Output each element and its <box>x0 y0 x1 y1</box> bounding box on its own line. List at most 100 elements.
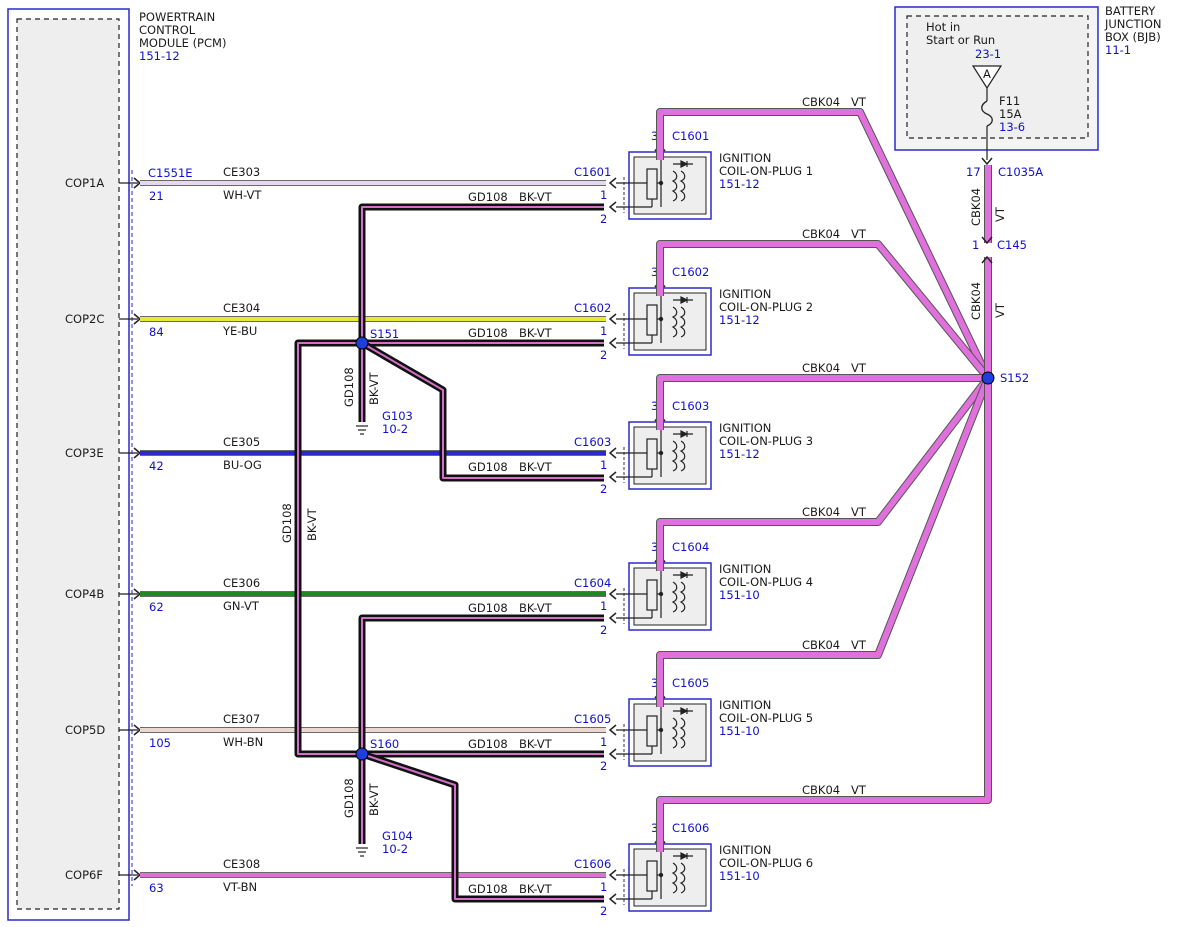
ground-circuit: GD108 <box>468 460 508 474</box>
ground-arrow-icon <box>608 748 617 760</box>
coil-label-2: COIL-ON-PLUG 2 <box>719 300 813 314</box>
feed-circuit: CBK04 <box>802 95 840 109</box>
signal-arrow-icon <box>608 177 617 189</box>
pcm-pin-number: 105 <box>149 736 171 750</box>
coil-label-1: IGNITION <box>719 421 771 435</box>
signal-pin: 1 <box>600 458 607 472</box>
coil-connector-feed: C1606 <box>672 821 709 835</box>
ground-g103-circuit: GD108 <box>342 367 356 407</box>
pcm-pin-name: COP3E <box>65 446 104 460</box>
fuse-name: F11 <box>999 94 1020 108</box>
coil-connector-feed: C1605 <box>672 676 709 690</box>
feed-color: VT <box>851 505 867 519</box>
signal-circuit: CE308 <box>223 857 260 871</box>
ground-color: BK-VT <box>519 737 553 751</box>
coil-box <box>628 287 712 356</box>
feed-wire-coil6 <box>657 378 991 852</box>
signal-arrow-icon <box>608 724 617 736</box>
ground-g104-icon <box>356 847 368 857</box>
signal-pin: 1 <box>600 188 607 202</box>
pcm-pin-number: 63 <box>149 881 164 895</box>
ground-wire-coil6-stripe <box>361 753 604 900</box>
fuse-icon <box>981 100 993 127</box>
feed-circuit: CBK04 <box>802 227 840 241</box>
signal-circuit: CE305 <box>223 435 260 449</box>
ignition-coil-icon <box>616 296 693 344</box>
ground-g104-color: BK-VT <box>367 782 381 816</box>
coil-connector-signal: C1604 <box>574 576 611 590</box>
signal-arrow-icon <box>608 588 617 600</box>
ground-g103-icon <box>356 425 368 435</box>
ground-trunk-left-stripe <box>297 342 604 755</box>
ignition-coil-icon <box>616 160 693 208</box>
hot-in-label-2: Start or Run <box>926 33 995 47</box>
feed-pin: 3 <box>651 265 658 279</box>
coil-inner <box>633 848 707 907</box>
bjb-out-connector: C1035A <box>998 165 1043 179</box>
ground-pin: 2 <box>600 904 607 918</box>
signal-color: WH-VT <box>223 188 262 202</box>
splice-s152-label: S152 <box>1000 371 1029 385</box>
signal-color: GN-VT <box>223 599 260 613</box>
splice-s160-label: S160 <box>370 737 399 751</box>
coil-connector-feed: C1604 <box>672 540 709 554</box>
signal-arrow-icon <box>608 869 617 881</box>
fuse-amps: 15A <box>999 107 1022 121</box>
coil-connector-signal: C1603 <box>574 435 611 449</box>
coil-ref: 151-12 <box>719 447 760 461</box>
coil-connector-feed: C1601 <box>672 129 709 143</box>
coil-ref: 151-10 <box>719 724 760 738</box>
ground-pin: 2 <box>600 623 607 637</box>
ground-g104: G104 10-2 GD108 BK-VT <box>342 778 413 857</box>
ground-g103-name: G103 <box>382 409 413 423</box>
pcm-ref: 151-12 <box>139 49 180 63</box>
power-bus-label: A <box>983 67 991 81</box>
feed-color: VT <box>851 227 867 241</box>
signal-circuit: CE303 <box>223 165 260 179</box>
feed-wire-coil4 <box>657 376 991 571</box>
ground-g103-color: BK-VT <box>367 371 381 405</box>
power-bus-triangle-icon <box>971 65 1003 90</box>
feed-wire-coil1 <box>657 109 991 380</box>
coil-box <box>628 421 712 490</box>
bjb-title-1: BATTERY <box>1105 4 1156 18</box>
signal-color: YE-BU <box>222 324 257 338</box>
c145-arrow-top-icon <box>981 236 993 245</box>
trunk-circuit-label: GD108 <box>280 503 294 543</box>
pcm-pin-name: COP2C <box>65 312 104 326</box>
pcm-pin-name: COP6F <box>65 868 103 882</box>
bjb-module: BATTERY JUNCTION BOX (BJB) 11-1 Hot in S… <box>894 4 1162 320</box>
ground-pin: 2 <box>600 212 607 226</box>
coil-box <box>628 843 712 912</box>
hot-in-label-1: Hot in <box>926 20 960 34</box>
splice-s151-label: S151 <box>370 327 399 341</box>
fuse-ref: 13-6 <box>999 120 1025 134</box>
ground-color: BK-VT <box>519 326 553 340</box>
splice-s160 <box>355 747 369 761</box>
pcm-pin-name: COP1A <box>65 176 104 190</box>
ground-color: BK-VT <box>519 882 553 896</box>
coil-label-2: COIL-ON-PLUG 4 <box>719 575 813 589</box>
coil-label-1: IGNITION <box>719 843 771 857</box>
coil-connector-feed: C1603 <box>672 399 709 413</box>
ignition-coil-icon <box>616 852 693 900</box>
feed-circuit: CBK04 <box>802 361 840 375</box>
c145-name: C145 <box>997 238 1027 252</box>
bjb-title-2: JUNCTION <box>1104 17 1162 31</box>
ground-g104-name: G104 <box>382 829 413 843</box>
ground-wire-coil4 <box>358 614 604 754</box>
ground-g103: G103 10-2 GD108 BK-VT <box>342 367 413 436</box>
feed-wire-coil3 <box>657 375 988 430</box>
trunk-color-label: BK-VT <box>305 507 319 541</box>
coil-box <box>628 562 712 631</box>
pcm-connector-label: C1551E <box>148 166 193 180</box>
coil-label-2: COIL-ON-PLUG 6 <box>719 856 813 870</box>
signal-circuit: CE306 <box>223 576 260 590</box>
ground-wire-coil1 <box>358 203 604 343</box>
ignition-coil-icon <box>616 571 693 619</box>
bjb-feed-color-upper: VT <box>993 206 1007 222</box>
